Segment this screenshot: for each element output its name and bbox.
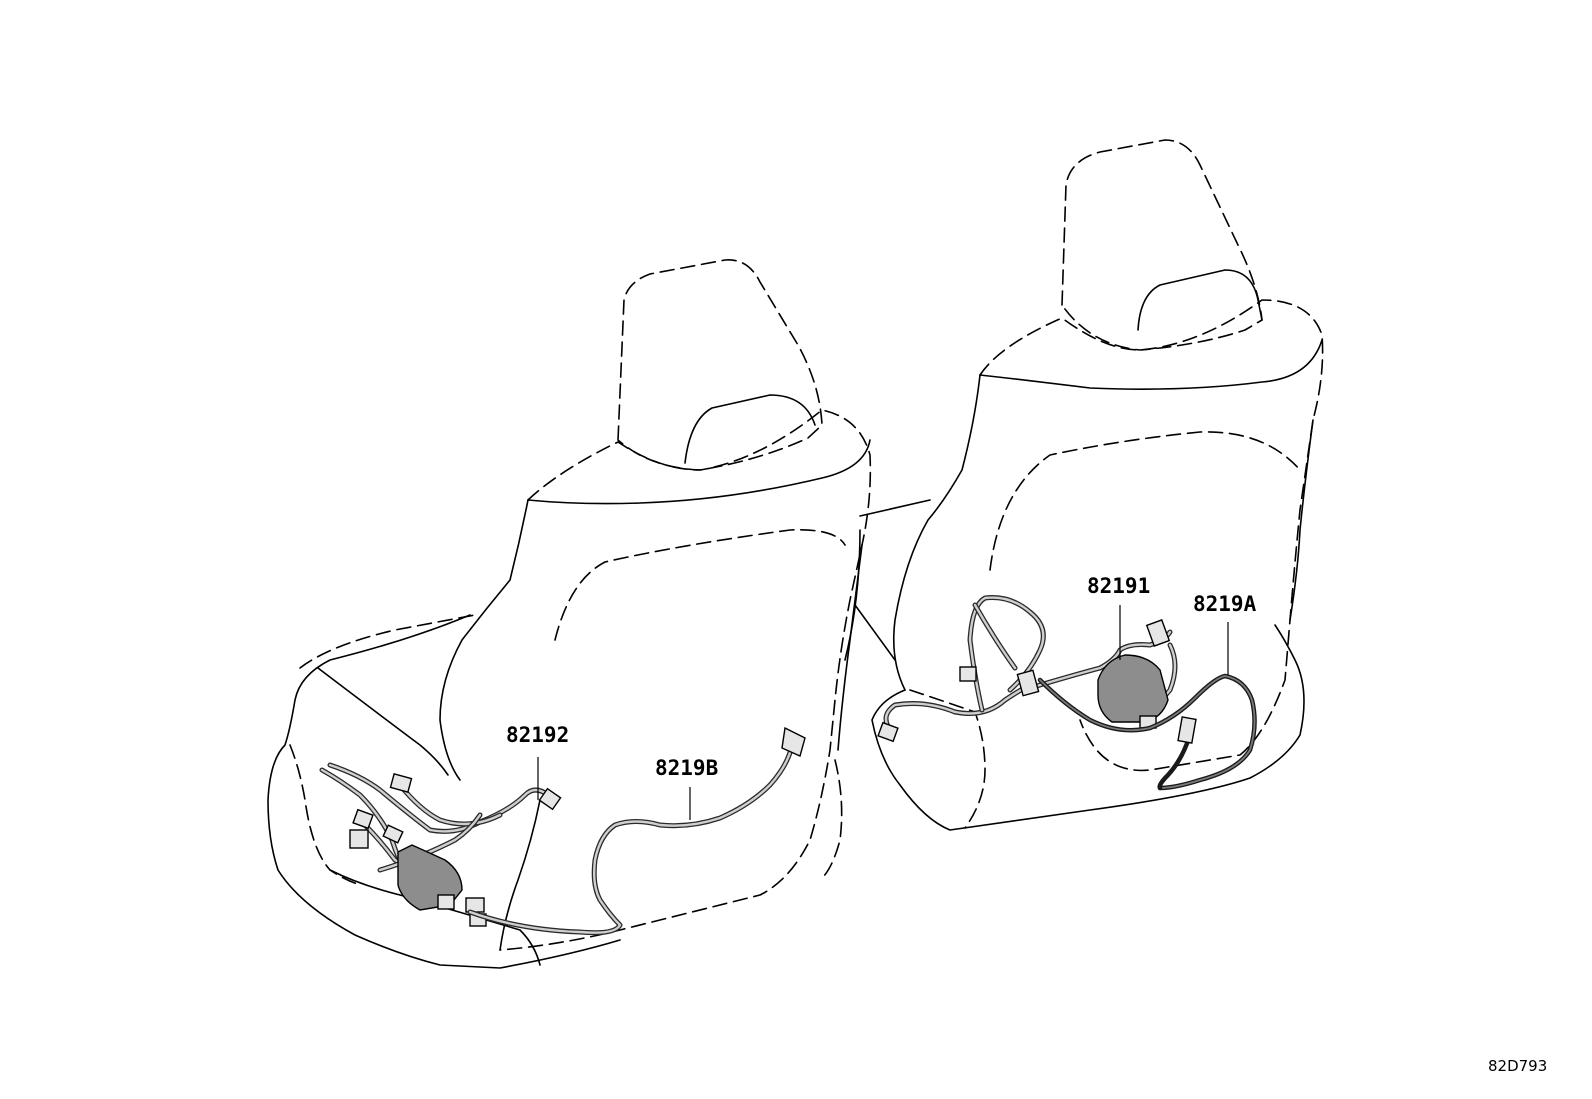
right-seat-cushion (871, 624, 1305, 831)
wire-harness-8219B (467, 726, 806, 936)
right-seat-side-left (892, 374, 981, 691)
wire-harness-8219A (1037, 673, 1257, 791)
callout-8219A: 8219A (1193, 592, 1257, 616)
module-82191 (1097, 654, 1169, 723)
right-seat-back-panel (989, 431, 1301, 571)
figure-reference: 82D793 (1488, 1057, 1547, 1075)
callout-8219B: 8219B (655, 756, 718, 780)
wire-harness-82192 (319, 762, 562, 927)
left-seat-cushion-fold (317, 667, 449, 776)
right-seat-backrest-outline (979, 339, 1323, 390)
wire-harness-82191 (877, 595, 1178, 743)
left-seat (267, 259, 872, 969)
left-seat-cushion-top (299, 614, 476, 669)
right-seat-backrest (979, 299, 1324, 772)
left-seat-side-right (837, 544, 863, 751)
right-seat-headrest-window (1137, 269, 1263, 331)
right-seat-cushion-inner (909, 689, 986, 829)
left-seat-backrest (499, 409, 872, 951)
left-seat-back-panel (554, 528, 846, 641)
left-seat-back-bottom (499, 799, 541, 951)
left-seat-cushion (267, 614, 621, 969)
right-seat-headrest (1061, 139, 1263, 351)
right-seat-side-right (1289, 419, 1314, 621)
left-seat-cushion-edge (329, 869, 541, 966)
left-seat-cushion-side (289, 744, 361, 886)
seat-connecting-rail (844, 499, 931, 661)
left-seat-backrest-outline (527, 439, 871, 505)
left-seat-headrest-window (684, 394, 816, 464)
left-seat-headrest (617, 259, 823, 471)
callout-82192: 82192 (506, 723, 569, 747)
right-seat (871, 139, 1324, 831)
callout-82191: 82191 (1087, 574, 1150, 598)
module-82192 (397, 844, 463, 911)
left-seat-back-bottom-dash (819, 759, 843, 881)
left-seat-side-left (439, 499, 529, 781)
